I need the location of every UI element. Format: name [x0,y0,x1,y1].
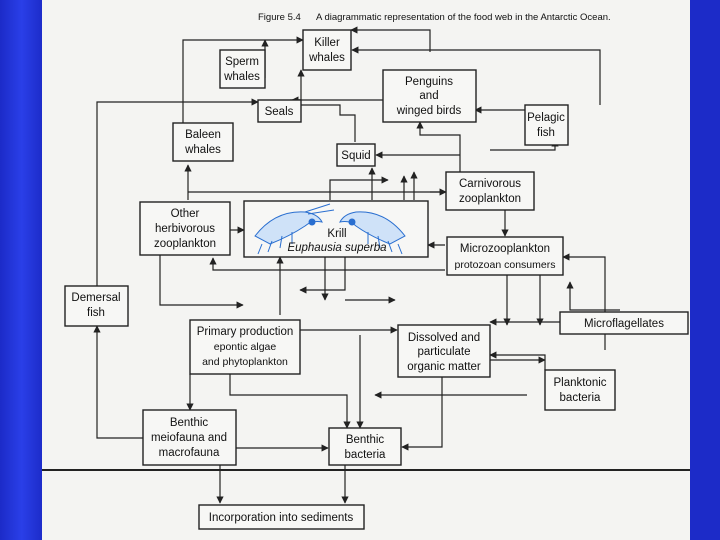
node-sediments: Incorporation into sediments [198,504,365,530]
node-squid: Squid [336,143,376,167]
krill-illustration [254,203,406,255]
arrow-krill-to-squid-level [329,176,389,200]
sperm-whales-line2: whales [223,71,260,83]
arrow-seals-to-killer [290,69,305,101]
krill-name: Krill [327,228,346,240]
node-benthic-fauna: Benthic meiofauna and macrofauna [142,409,237,466]
herbivorous-line3: zooplankton [154,238,216,250]
node-demersal-fish: Demersal fish [64,285,129,327]
node-planktonic-bacteria: Planktonic bacteria [544,369,616,411]
arrow-herb-primary [159,255,244,309]
demersal-line2: fish [87,307,105,319]
krill-species: Euphausia superba [287,242,386,254]
arrow-bacteria-to-micro [562,253,606,350]
benthic-fauna-line3: macrofauna [159,447,220,459]
benthic-bacteria-line1: Benthic [346,434,385,446]
dissolved-line2: particulate [417,346,470,358]
carnivorous-line1: Carnivorous [459,178,521,190]
dissolved-line3: organic matter [407,361,481,373]
benthic-fauna-line1: Benthic [170,417,209,429]
arrow-squid-to-seals [291,101,356,142]
figure-caption-text: A diagrammatic representation of the foo… [316,12,611,23]
penguins-line3: winged birds [396,105,462,117]
sediments-line1: Incorporation into sediments [209,512,354,524]
planktonic-line2: bacteria [560,392,602,404]
demersal-line1: Demersal [71,292,120,304]
connectors [42,26,690,504]
killer-whales-line1: Killer [314,37,340,49]
pelagic-fish-line2: fish [537,127,555,139]
arrow-demersal-to-seals [96,98,259,286]
arrow-penguins-to-killer [350,26,431,52]
node-primary-production: Primary production epontic algae and phy… [189,319,301,375]
primary-line2: epontic algae [214,341,277,353]
node-sperm-whales: Sperm whales [219,49,266,89]
node-penguins: Penguins and winged birds [382,69,477,123]
microzooplankton-line2: protozoan consumers [455,259,556,271]
sperm-whales-line1: Sperm [225,56,259,68]
microzooplankton-line1: Microzooplankton [460,243,550,255]
squid-line1: Squid [341,150,370,162]
arrow-microflag-to-micro [566,281,620,311]
node-other-herbivorous: Other herbivorous zooplankton [139,201,231,256]
baleen-whales-line2: whales [184,144,221,156]
node-microflagellates: Microflagellates [559,311,689,335]
node-benthic-bacteria: Benthic bacteria [328,427,402,466]
pelagic-fish-line1: Pelagic [527,112,565,124]
node-microzooplankton: Microzooplankton protozoan consumers [446,236,564,276]
arrow-carnivorous-to-penguins [416,121,461,175]
node-seals: Seals [257,99,302,123]
seals-line1: Seals [265,106,294,118]
herbivorous-line1: Other [171,208,200,220]
benthic-fauna-line2: meiofauna and [151,432,227,444]
benthic-bacteria-line2: bacteria [345,449,387,461]
herbivorous-line2: herbivorous [155,223,215,235]
arrow-fauna-to-demersal [93,325,143,439]
node-carnivorous-zooplankton: Carnivorous zooplankton [445,171,535,211]
node-pelagic-fish: Pelagic fish [524,104,569,146]
figure-number: Figure 5.4 [258,12,301,23]
node-dissolved-organic-matter: Dissolved and particulate organic matter [397,324,491,378]
node-krill: Krill Euphausia superba [243,200,429,258]
penguins-line2: and [419,90,438,102]
baleen-whales-line1: Baleen [185,129,221,141]
planktonic-line1: Planktonic [553,377,606,389]
primary-line3: and phytoplankton [202,356,288,368]
figure-caption: Figure 5.4 A diagrammatic representation… [258,12,611,23]
arrow-pelagic-to-killer [351,46,601,105]
primary-line1: Primary production [197,326,294,338]
arrow-micro-to-herbivorous [209,257,445,271]
arrow-bacteria-to-dissolved [489,351,546,370]
arrow-primary-to-benthic-bacteria [229,374,351,429]
penguins-line1: Penguins [405,76,453,88]
dissolved-line1: Dissolved and [408,332,480,344]
arrow-krill-to-primary [299,257,346,294]
killer-whales-line2: whales [308,52,345,64]
node-killer-whales: Killer whales [302,29,352,71]
carnivorous-line2: zooplankton [459,193,521,205]
microflagellates-line1: Microflagellates [584,318,664,330]
arrow-dissolved-to-benthic-bacteria [401,375,443,451]
node-baleen-whales: Baleen whales [172,122,234,162]
